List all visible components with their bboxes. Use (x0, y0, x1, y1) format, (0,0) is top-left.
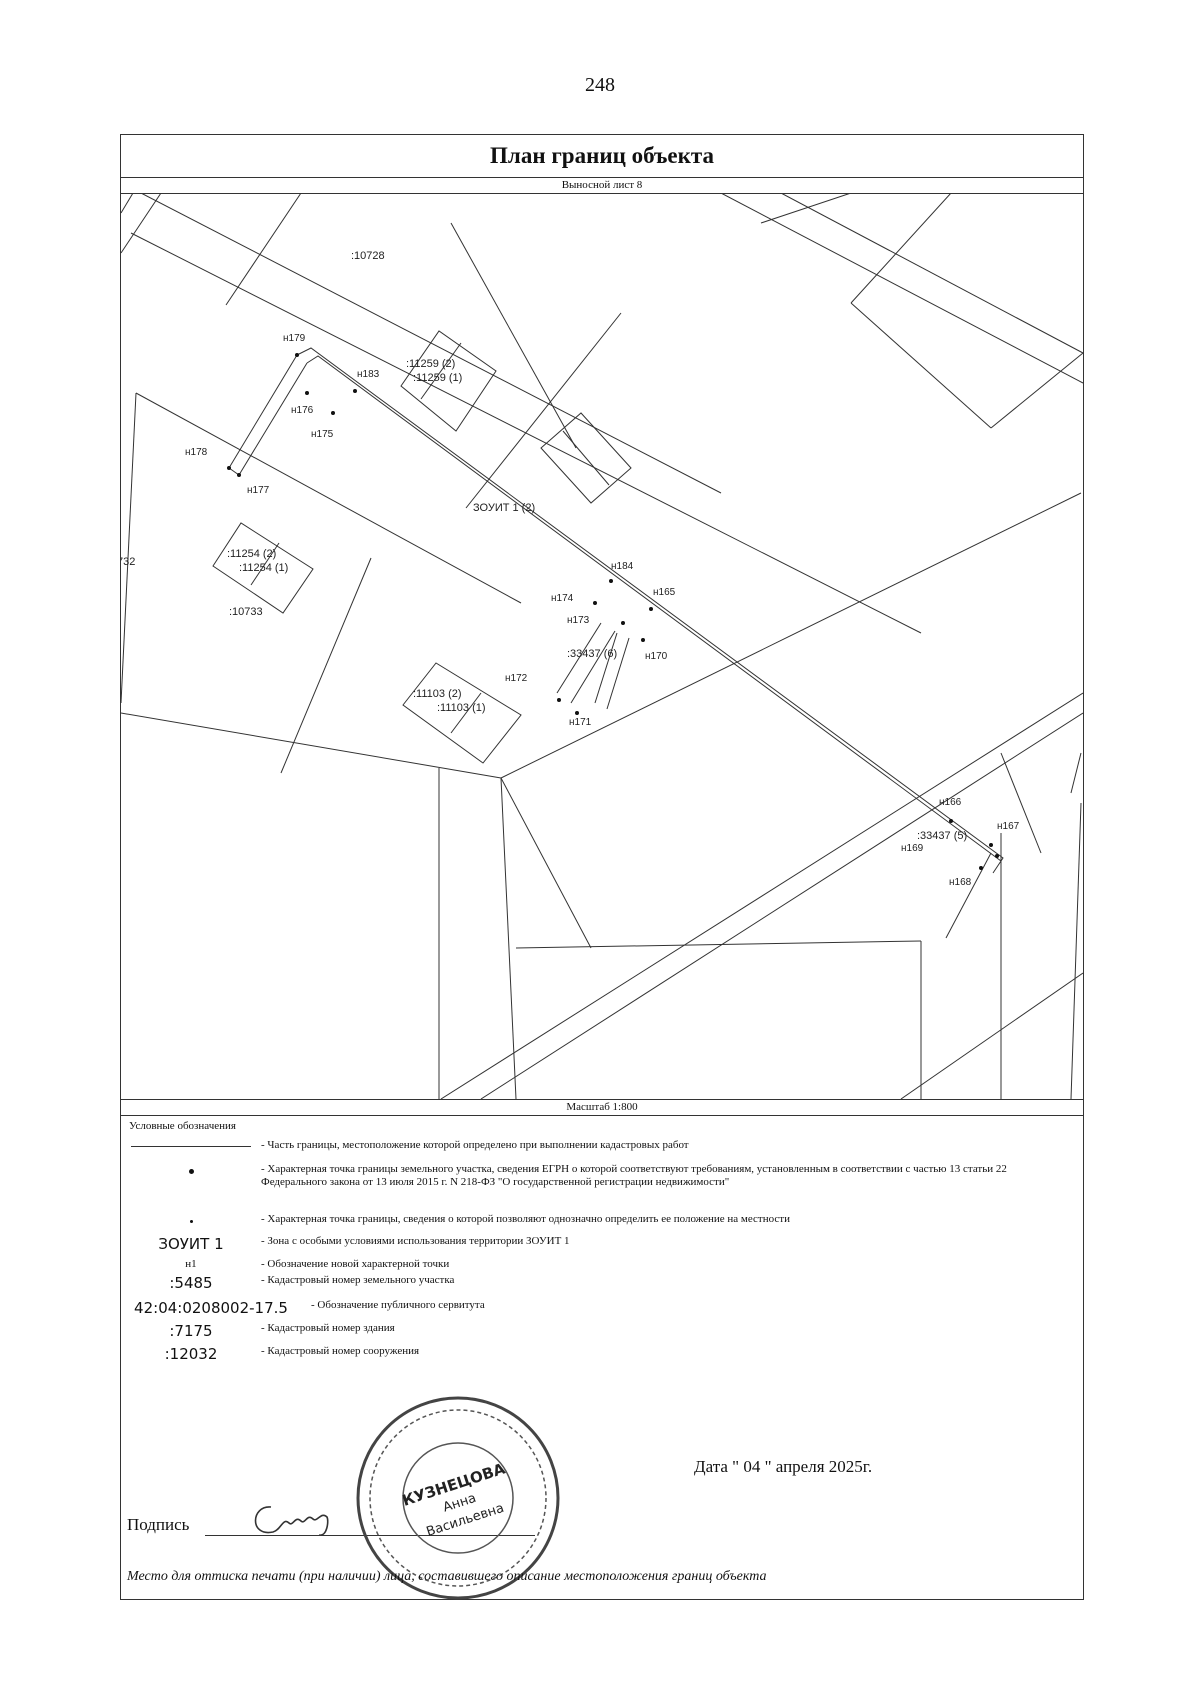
plan-title: План границ объекта (121, 135, 1083, 178)
parcel-label-1: :11259 (2) (406, 358, 455, 370)
signature-line (205, 1535, 535, 1536)
parcel-label-2: :11259 (1) (413, 372, 462, 384)
page-number: 248 (585, 74, 615, 96)
boundary-points (227, 353, 999, 870)
point-label-9: н173 (567, 615, 590, 626)
point-label-8: н174 (551, 593, 574, 604)
parcel-label-0: :10728 (351, 250, 385, 262)
point-label-5: н177 (247, 485, 270, 496)
point-label-2: н176 (291, 405, 314, 416)
zone-label-0: ЗОУИТ 1 (2) (473, 502, 535, 514)
legend-symbol-servitude: 42:04:0208002-17.5 (134, 1299, 288, 1317)
parcel-label-4: :11254 (1) (239, 562, 288, 574)
point-label-13: н166 (939, 797, 962, 808)
signature-label: Подпись (127, 1515, 190, 1534)
legend-symbol-zone: ЗОУИТ 1 (158, 1235, 224, 1253)
legend-symbol-new-point: н1 (185, 1258, 197, 1270)
point-label-12: н171 (569, 717, 592, 728)
point-label-3: н175 (311, 429, 334, 440)
official-stamp: КУЗНЕЦОВА Анна Васильевна (353, 1393, 563, 1603)
boundary-plan-frame: План границ объекта Выносной лист 8 (120, 134, 1084, 1600)
legend-symbol-parcel: :5485 (169, 1274, 213, 1292)
point-label-7: н165 (653, 587, 676, 598)
legend-title: Условные обозначения (129, 1120, 236, 1132)
legend-symbol-large-dot (121, 1163, 331, 1177)
zone-label-2: :33437 (5) (917, 830, 967, 842)
legend-symbol-small-dot (121, 1213, 331, 1226)
legend-symbol-line (121, 1139, 331, 1147)
document-date: Дата " 04 " апреля 2025г. (694, 1457, 873, 1476)
point-label-11: н172 (505, 673, 528, 684)
parcel-label-6: :11103 (2) (413, 688, 462, 700)
zone-label-1: :33437 (6) (567, 648, 617, 660)
point-label-6: н184 (611, 561, 634, 572)
point-label-4: н178 (185, 447, 208, 458)
point-label-10: н170 (645, 651, 668, 662)
point-label-15: н169 (901, 843, 924, 854)
stamp-note: Место для оттиска печати (при наличии) л… (127, 1569, 767, 1584)
parcel-label-5: :10733 (229, 606, 263, 618)
parcel-label-7: :11103 (1) (437, 702, 486, 714)
cadastral-map: :10728 :11259 (2) :11259 (1) :11254 (2) :112… (121, 193, 1083, 1099)
sheet-label: Выносной лист 8 (121, 177, 1083, 194)
parcel-label-8: 732 (121, 556, 135, 568)
legend-symbol-building: :7175 (169, 1322, 213, 1340)
map-drawing: :10728 :11259 (2) :11259 (1) :11254 (2) :112… (121, 193, 1083, 1099)
point-label-0: н179 (283, 333, 306, 344)
point-label-16: н168 (949, 877, 972, 888)
legend-symbol-structure: :12032 (164, 1345, 218, 1363)
point-label-1: н183 (357, 369, 380, 380)
parcel-label-3: :11254 (2) (227, 548, 276, 560)
point-label-14: н167 (997, 821, 1020, 832)
handwritten-signature-icon (254, 1506, 329, 1536)
scale-label: Масштаб 1:800 (121, 1099, 1083, 1116)
